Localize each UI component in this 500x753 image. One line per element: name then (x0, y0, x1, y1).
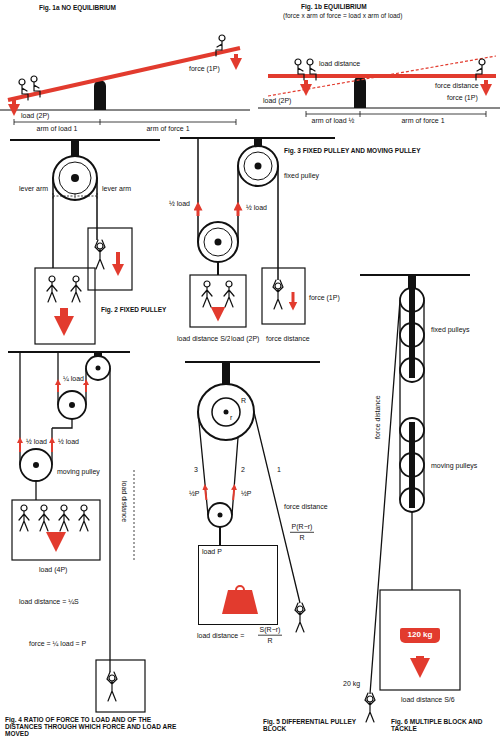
rope-number: 3 (193, 466, 199, 474)
radius-label: R (240, 397, 247, 405)
dimension-label: arm of load ½ (311, 117, 356, 125)
load-box: load P (198, 545, 278, 625)
formula-label: S(R−r) (259, 626, 282, 634)
fig-1a-seesaw (0, 35, 250, 125)
figure-caption: Fig. 3 FIXED PULLEY AND MOVING PULLEY (283, 147, 422, 154)
load-label: load (2P) (20, 112, 50, 120)
formula-label: R (266, 637, 273, 645)
part-label: fixed pulley (283, 172, 320, 180)
distance-label: force distance (434, 82, 480, 90)
dimension-label: arm of load 1 (36, 125, 79, 133)
distance-label: load distance (120, 480, 128, 523)
figure-caption: Fig. 1b EQUILIBRIUM (300, 3, 368, 10)
dimension-label: arm of force 1 (400, 117, 445, 125)
force-label: force (1P) (188, 65, 221, 73)
node-text: load P (202, 548, 222, 556)
distance-label: force distance (374, 394, 382, 440)
dimension-label: arm of force 1 (145, 125, 190, 133)
figure-caption: Fig. 6 MULTIPLE BLOCK AND TACKLE (390, 718, 497, 732)
distance-label: load distance S/6 (400, 696, 456, 704)
radius-label: r (229, 414, 233, 422)
load-label: load (4P) (38, 566, 68, 574)
figure-caption: Fig. 5 DIFFERENTIAL PULLEY BLOCK (262, 718, 359, 732)
part-label: moving pulley (56, 468, 101, 476)
distance-label: load distance S/2 (176, 335, 232, 343)
figure-caption: Fig. 2 FIXED PULLEY (100, 306, 172, 313)
figure-caption: Fig. 1a NO EQUILIBRIUM (38, 4, 117, 11)
part-label: fixed pulleys (430, 326, 471, 334)
force-label: ½P (188, 490, 201, 498)
fig-5-differential-pulley (185, 362, 320, 635)
weight-block: 120 kg (400, 628, 441, 643)
fig-6-block-and-tackle (360, 275, 470, 722)
fig-4-ratio-pulleys (8, 352, 145, 712)
dimension-label: lever arm (101, 185, 132, 193)
load-label: load (2P) (230, 335, 260, 343)
dimension-label: lever arm (18, 185, 49, 193)
force-label: force (1P) (308, 294, 341, 302)
load-label: ¼ load (62, 375, 85, 383)
load-label: ½ load (168, 200, 191, 208)
force-label: ½P (240, 490, 253, 498)
distance-label: load distance = ¼S (18, 598, 80, 606)
rope-number: 1 (276, 466, 282, 474)
part-label: moving pulleys (430, 462, 478, 470)
rope-number: 2 (240, 466, 246, 474)
force-label: force = ¼ load = P (28, 640, 87, 648)
figure-caption: Fig. 4 RATIO OF FORCE TO LOAD AND OF THE… (4, 716, 181, 737)
force-label: 20 kg (342, 680, 361, 688)
distance-label: force distance (283, 503, 329, 511)
load-label: ½ load (25, 438, 48, 446)
force-label: force (1P) (446, 94, 479, 102)
load-label: load (2P) (262, 97, 292, 105)
load-label: ½ load (57, 438, 80, 446)
distance-label: load distance = (196, 632, 245, 640)
formula-label: P(R−r) (291, 523, 314, 531)
load-label: ½ load (245, 204, 268, 212)
formula-label: R (298, 534, 305, 542)
fig-2-fixed-pulley (10, 140, 160, 344)
fig-1b-seesaw (258, 56, 500, 117)
figure-caption: (force x arm of force = load x arm of lo… (282, 12, 403, 19)
node-text: 120 kg (408, 631, 433, 640)
distance-label: load distance (318, 60, 361, 68)
distance-label: force distance (265, 335, 311, 343)
